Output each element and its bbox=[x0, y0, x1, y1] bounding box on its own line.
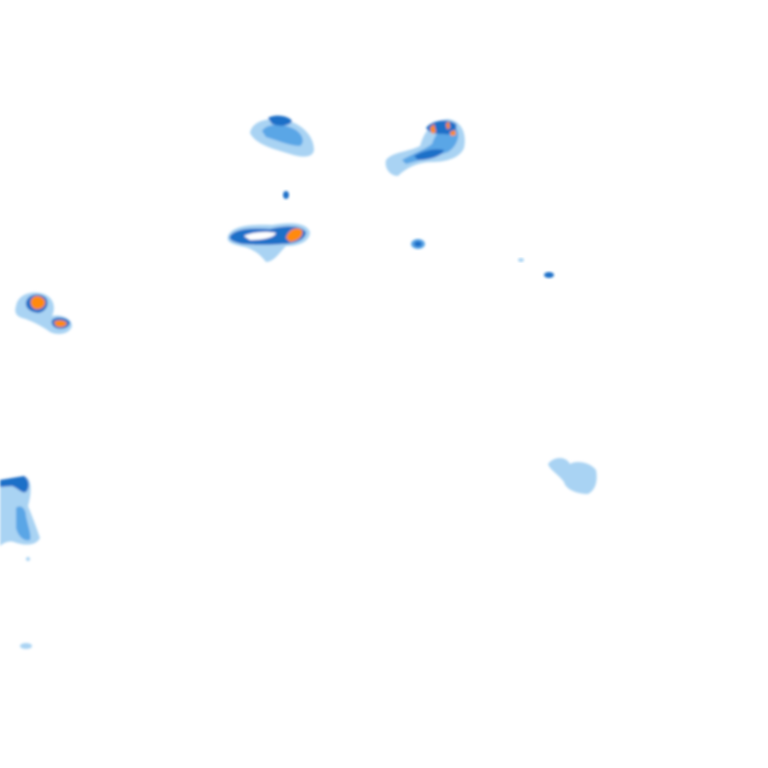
precip-cell bbox=[283, 191, 289, 199]
precip-cell bbox=[15, 292, 72, 334]
precip-cell bbox=[385, 119, 465, 176]
precip-cell bbox=[227, 223, 310, 262]
precip-cell bbox=[411, 239, 425, 249]
precip-cell bbox=[544, 272, 554, 278]
precip-cell bbox=[250, 115, 314, 157]
precip-cell bbox=[548, 458, 597, 494]
precip-cell bbox=[0, 476, 40, 649]
precip-cell bbox=[518, 258, 524, 262]
